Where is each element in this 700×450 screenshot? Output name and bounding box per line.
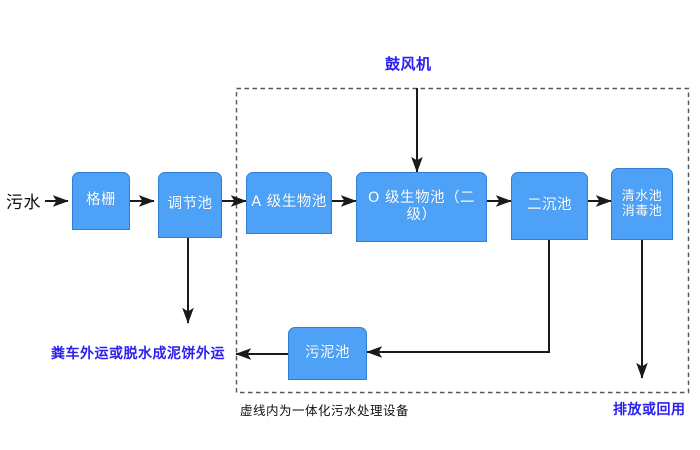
- label-discharge-or-reuse: 排放或回用: [613, 402, 686, 418]
- node-clearwater-disinfection-tank[interactable]: 清水池 消毒池: [611, 168, 673, 240]
- label-dashed-boundary-note: 虚线内为一体化污水处理设备: [240, 403, 410, 418]
- node-regulating-tank-label: 调节池: [167, 196, 213, 213]
- node-sludge-tank-label: 污泥池: [305, 344, 350, 361]
- node-grille-label: 格栅: [86, 192, 116, 209]
- node-a-stage-bioreactor-label: A 级生物池: [251, 194, 327, 211]
- connector-secondary-to-sludge: [366, 240, 550, 358]
- node-grille[interactable]: 格栅: [72, 172, 130, 230]
- node-secondary-clarifier[interactable]: 二沉池: [511, 172, 588, 240]
- label-sludge-disposal: 粪车外运或脱水成泥饼外运: [51, 346, 225, 362]
- node-sludge-tank[interactable]: 污泥池: [288, 327, 367, 380]
- integrated-equipment-boundary: [235, 87, 690, 394]
- node-secondary-clarifier-label: 二沉池: [527, 197, 572, 214]
- node-clearwater-label-line1: 清水池: [621, 188, 663, 204]
- node-regulating-tank[interactable]: 调节池: [158, 172, 222, 238]
- node-clearwater-label-line2: 消毒池: [621, 204, 663, 219]
- label-blower: 鼓风机: [385, 55, 432, 73]
- node-a-stage-bioreactor[interactable]: A 级生物池: [246, 172, 332, 234]
- node-o-stage-bioreactor-label: O 级生物池（二级）: [367, 189, 476, 223]
- node-o-stage-bioreactor[interactable]: O 级生物池（二级）: [356, 172, 487, 242]
- label-influent-wastewater: 污水: [6, 193, 41, 213]
